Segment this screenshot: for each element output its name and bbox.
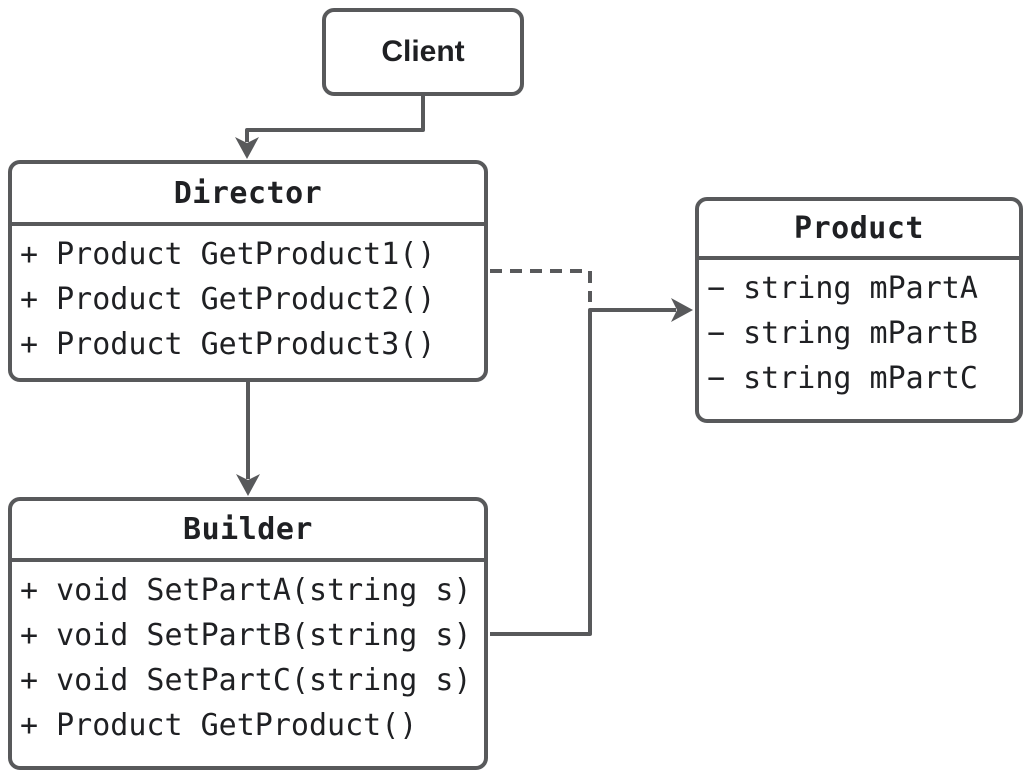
member-row: + void SetPartC(string s) [20, 663, 472, 698]
member-row: − string mPartC [707, 361, 978, 396]
member-row: + void SetPartB(string s) [20, 618, 472, 653]
member-row: + Product GetProduct2() [20, 282, 436, 317]
edge-director-dashed [490, 269, 592, 302]
class-title-director: Director [12, 164, 484, 226]
member-row: + Product GetProduct1() [20, 237, 436, 272]
arrowhead-into-product-icon [671, 298, 693, 322]
class-box-director: Director + Product GetProduct1() + Produ… [8, 160, 488, 382]
class-title-client: Client [381, 35, 465, 68]
member-row: + void SetPartA(string s) [20, 573, 472, 608]
class-members-builder: + void SetPartA(string s) + void SetPart… [12, 562, 484, 748]
class-box-builder: Builder + void SetPartA(string s) + void… [8, 497, 488, 770]
arrowhead-into-director-icon [235, 137, 259, 159]
member-row: − string mPartB [707, 316, 978, 351]
class-box-product: Product − string mPartA − string mPartB … [695, 197, 1023, 423]
class-title-builder: Builder [12, 501, 484, 562]
edge-client-director [245, 94, 425, 142]
class-box-client: Client [322, 8, 524, 96]
class-members-director: + Product GetProduct1() + Product GetPro… [12, 226, 484, 367]
class-members-product: − string mPartA − string mPartB − string… [699, 260, 1019, 401]
class-title-product: Product [699, 201, 1019, 260]
arrowhead-into-builder-icon [236, 474, 260, 496]
member-row: + Product GetProduct3() [20, 327, 436, 362]
edge-builder-product [490, 308, 676, 636]
member-row: + Product GetProduct() [20, 708, 418, 743]
member-row: − string mPartA [707, 271, 978, 306]
